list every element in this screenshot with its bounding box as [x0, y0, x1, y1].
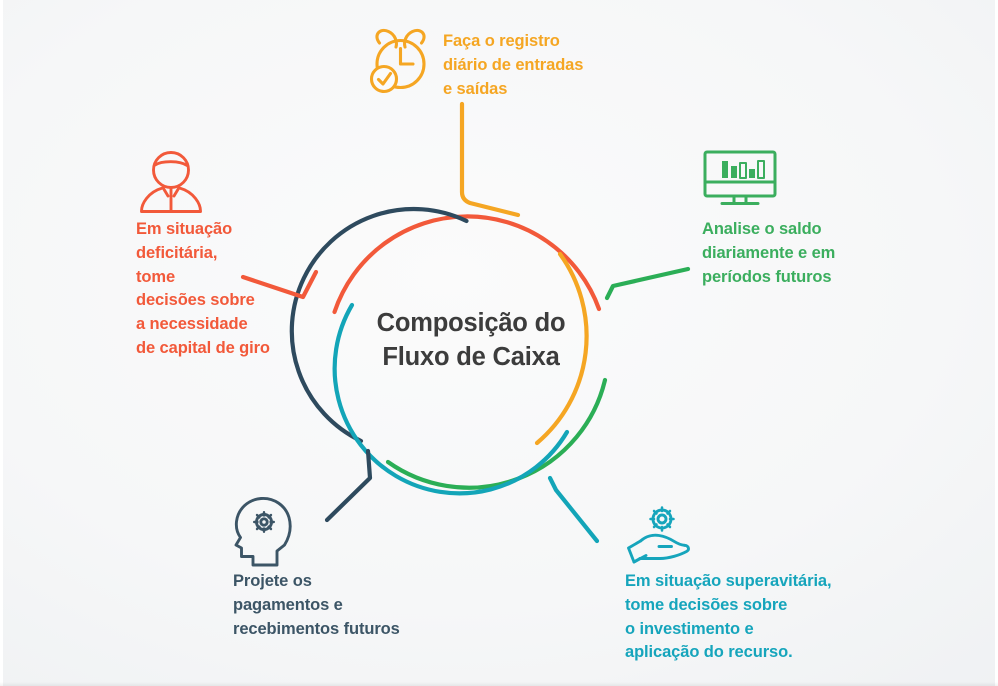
hand-gear-icon — [627, 506, 690, 564]
node-label-superavitaria: Em situação superavitária, tome decisões… — [625, 572, 832, 662]
ring-inner-navy-arc — [289, 206, 469, 444]
ring-inner-teal-arc — [332, 302, 570, 496]
node-label-analise: Analise o saldo diariamente e em período… — [702, 220, 836, 286]
connector-registro-line — [459, 101, 521, 218]
head-gear-icon — [234, 497, 292, 567]
connector-analise-line — [604, 266, 691, 301]
ring-outer-red-arc — [332, 214, 602, 315]
connector-superavitaria-line — [547, 475, 600, 544]
node-label-projete: Projete os pagamentos e recebimentos fut… — [233, 572, 400, 638]
ring-outer-yellow-arc — [534, 251, 589, 446]
connector-projete-line — [324, 448, 373, 523]
alarm-clock-check-icon — [369, 28, 426, 94]
person-tie-icon — [140, 151, 202, 213]
node-label-deficitaria: Em situação deficitária, tome decisões s… — [136, 220, 270, 357]
center-title: Composição do Fluxo de Caixa — [376, 309, 566, 371]
node-label-registro: Faça o registro diário de entradas e saí… — [443, 32, 584, 98]
monitor-bar-chart-icon — [703, 150, 777, 205]
connector-deficitaria-line — [240, 269, 319, 300]
